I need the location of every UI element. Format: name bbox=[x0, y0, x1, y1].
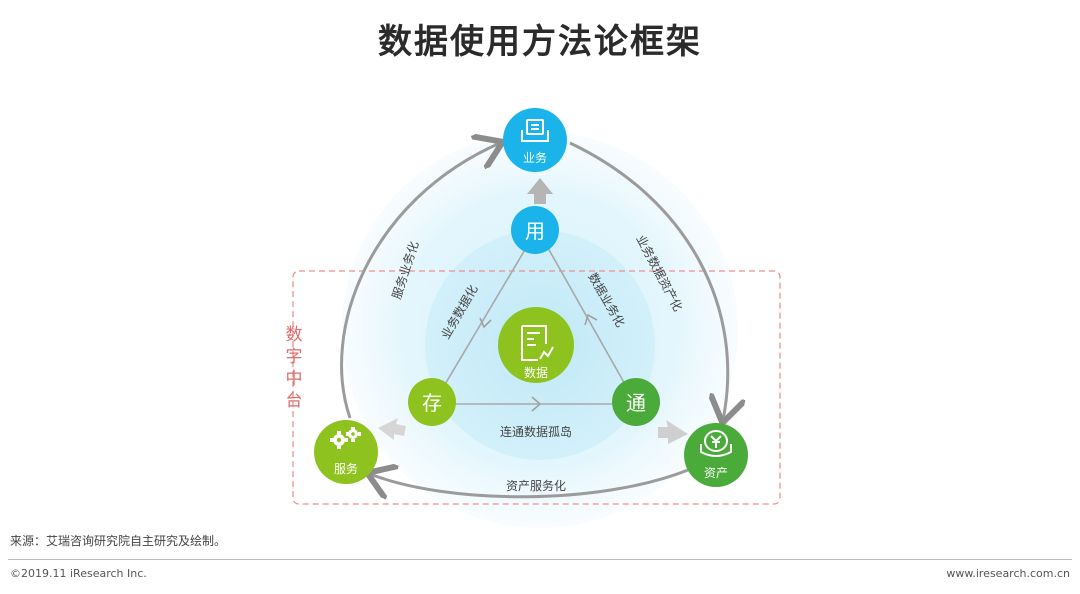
copyright-text: ©2019.11 iResearch Inc. bbox=[10, 567, 147, 580]
coin-stack-icon bbox=[700, 430, 732, 457]
node-asset: 资产 bbox=[684, 423, 748, 487]
up-arrow-to-business bbox=[527, 178, 553, 204]
node-data: 数据 bbox=[498, 307, 574, 383]
edge-asset-to-service bbox=[370, 470, 689, 497]
document-tray-icon bbox=[521, 119, 549, 142]
label-store-to-connect: 连通数据孤岛 bbox=[500, 424, 572, 439]
arrow-to-asset bbox=[658, 420, 688, 444]
region-label-char-4: 台 bbox=[286, 391, 303, 411]
label-asset-to-service: 资产服务化 bbox=[506, 478, 566, 493]
region-label-char-2: 字 bbox=[286, 347, 303, 367]
edge-use-to-store bbox=[443, 247, 527, 387]
node-service-label: 服务 bbox=[334, 461, 358, 476]
node-data-label: 数据 bbox=[524, 365, 548, 380]
arrow-to-service bbox=[378, 418, 406, 440]
footer-divider bbox=[8, 559, 1072, 560]
node-use-label: 用 bbox=[525, 219, 545, 243]
edge-service-to-business bbox=[340, 143, 500, 419]
node-store: 存 bbox=[408, 378, 456, 426]
edge-business-to-asset bbox=[569, 141, 728, 420]
node-business: 业务 bbox=[503, 108, 567, 172]
edge-connect-to-use-arrowhead bbox=[584, 313, 598, 326]
node-asset-label: 资产 bbox=[704, 466, 728, 480]
digital-platform-region bbox=[292, 270, 781, 505]
edge-store-to-connect-arrowhead bbox=[531, 396, 542, 412]
node-connect-label: 通 bbox=[626, 391, 646, 415]
node-connect: 通 bbox=[612, 378, 660, 426]
node-service: 服务 bbox=[314, 420, 378, 484]
methodology-diagram: 数 字 中 台 服务业务化 业务数据资产化 资产服务化 业务数据化 数据业务化 … bbox=[286, 108, 781, 528]
website-link[interactable]: www.iresearch.com.cn bbox=[946, 567, 1070, 580]
page-title: 数据使用方法论框架 bbox=[378, 22, 702, 62]
region-label-char-3: 中 bbox=[286, 369, 303, 389]
region-label-char-1: 数 bbox=[286, 325, 303, 345]
node-use: 用 bbox=[511, 206, 559, 254]
source-note: 来源：艾瑞咨询研究院自主研究及绘制。 bbox=[10, 534, 227, 548]
gears-icon bbox=[330, 427, 361, 449]
node-store-label: 存 bbox=[422, 391, 442, 415]
data-report-icon bbox=[521, 325, 554, 361]
edge-use-to-store-arrowhead bbox=[479, 317, 492, 329]
node-business-label: 业务 bbox=[523, 150, 547, 165]
